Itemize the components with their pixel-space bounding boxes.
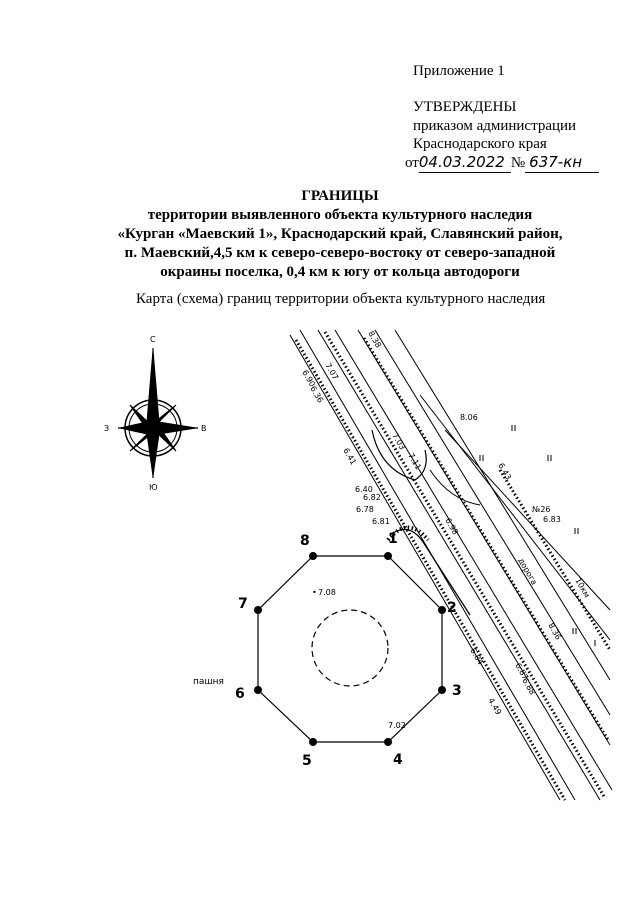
boundary-vertices <box>254 552 446 746</box>
elevation-label: 7.08 <box>318 588 336 597</box>
boundary-vertex <box>309 552 317 560</box>
compass-west: З <box>104 424 109 433</box>
elevation-label: 8.36 <box>546 622 563 642</box>
map-caption: Карта (схема) границ территории объекта … <box>136 291 546 307</box>
elevation-label: 6.88 <box>520 677 537 697</box>
point-label-6: 6 <box>235 686 245 702</box>
from-label: от <box>405 155 419 171</box>
elevation-label: 7.03 <box>390 432 407 452</box>
point-label-7: 7 <box>238 596 248 612</box>
title-line-2: «Курган «Маевский 1», Краснодарский край… <box>117 226 563 242</box>
point-label-3: 3 <box>452 683 462 699</box>
road-label: дорога <box>516 557 539 587</box>
elevation-label: 6.84 <box>468 647 485 667</box>
order-number: 637-кн <box>525 153 600 173</box>
approved-by-line2: Краснодарского края <box>413 136 547 152</box>
boundary-vertex <box>254 606 262 614</box>
point-label-5: 5 <box>302 753 312 769</box>
marker-label: №26 <box>532 505 551 514</box>
compass-north: С <box>150 335 156 344</box>
approved-by-line1: приказом администрации <box>413 118 577 134</box>
elevation-label: 7.07 <box>323 362 340 382</box>
boundary-vertex <box>309 738 317 746</box>
elevation-label: 6.83 <box>543 515 561 524</box>
compass-south: Ю <box>149 483 158 492</box>
elevation-label: • <box>312 588 317 597</box>
elevation-label: 6.81 <box>372 517 390 526</box>
title-line-3: п. Маевский,4,5 км к северо-северо-восто… <box>124 245 556 261</box>
elevation-label: 6.78 <box>356 505 374 514</box>
road-hatching-1 <box>294 331 612 801</box>
kurgan-circle <box>311 609 389 687</box>
title-line-1: территории выявленного объекта культурно… <box>147 207 533 223</box>
point-label-1: 1 <box>388 531 398 547</box>
elevation-label: 6.36 <box>308 385 325 405</box>
appendix-label: Приложение 1 <box>413 63 505 79</box>
grass-marks <box>479 425 596 646</box>
number-label: № <box>510 155 526 171</box>
elevation-label: 6.41 <box>341 447 358 467</box>
elevation-label: 7.11 <box>406 452 423 472</box>
boundary-vertex <box>254 686 262 694</box>
boundary-polygon <box>257 555 443 743</box>
field-label: пашня <box>193 677 224 687</box>
elevation-label: 7.02 <box>388 721 406 730</box>
point-label-4: 4 <box>393 752 403 768</box>
boundary-vertex <box>384 738 392 746</box>
point-label-2: 2 <box>447 600 457 616</box>
elevation-label: 6.43 <box>496 462 513 482</box>
point-label-8: 8 <box>300 533 310 549</box>
road-corridor <box>289 329 613 801</box>
elevation-label: 8.38 <box>366 330 383 350</box>
approved-label: УТВЕРЖДЕНЫ <box>413 99 517 115</box>
elevation-label: 8.06 <box>460 413 478 422</box>
document-heading: ГРАНИЦЫ <box>301 188 379 204</box>
elevation-label: 6.40 <box>355 485 373 494</box>
boundary-vertex <box>384 552 392 560</box>
order-date: 04.03.2022 <box>418 153 511 173</box>
elevation-label: 6.82 <box>363 493 381 502</box>
elevation-label: 4.49 <box>486 697 503 717</box>
boundary-vertex <box>438 686 446 694</box>
road-loop-2 <box>429 469 481 506</box>
boundary-vertex <box>438 606 446 614</box>
compass-rose <box>118 348 198 478</box>
compass-east: В <box>201 424 207 433</box>
title-line-4: окраины поселка, 0,4 км к югу от кольца … <box>160 264 520 280</box>
road-loop <box>371 429 427 481</box>
road-ramp-hatch <box>386 525 430 542</box>
road-ramp <box>389 528 471 616</box>
